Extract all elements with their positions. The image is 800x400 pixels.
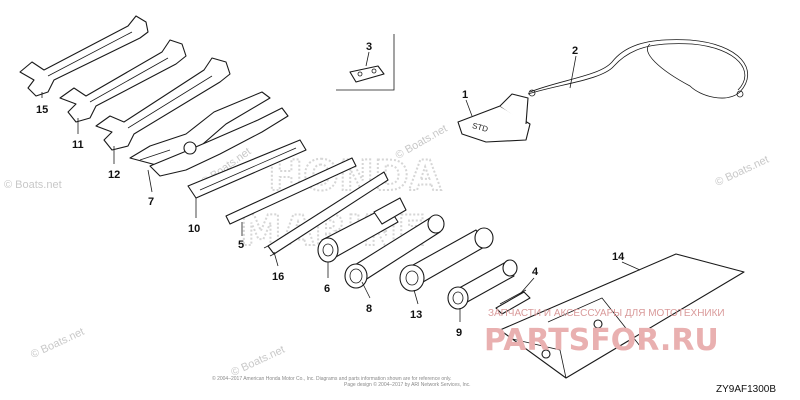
callout-9[interactable]: 9 (456, 327, 462, 339)
callout-4[interactable]: 4 (532, 266, 539, 278)
callout-numbers: 15 11 12 7 10 5 16 6 8 13 9 4 14 3 2 1 (36, 41, 625, 339)
plug-wrench-8[interactable] (344, 214, 445, 289)
starter-handle-text: STD (471, 121, 489, 134)
footer-line-1: © 2004–2017 American Honda Motor Co., In… (212, 375, 452, 382)
callout-7[interactable]: 7 (148, 196, 154, 208)
callout-15[interactable]: 15 (36, 104, 48, 116)
bracket-3[interactable] (336, 34, 395, 91)
watermark-boats-bottom-mid: © Boats.net (229, 344, 286, 379)
callout-8[interactable]: 8 (366, 303, 372, 315)
partsfor-watermark: ЗАПЧАСТИ И АКСЕССУАРЫ ДЛЯ МОТОТЕХНИКИ PA… (484, 308, 725, 358)
pliers-7[interactable] (129, 91, 289, 177)
box-wrench-13[interactable] (399, 227, 494, 292)
footer-line-2: Page design © 2004–2017 by ARI Network S… (344, 381, 471, 388)
callout-2[interactable]: 2 (572, 45, 578, 57)
tool-bag-14[interactable] (499, 253, 745, 379)
watermark-boats-bottom-left: © Boats.net (29, 326, 86, 361)
wrench-12[interactable] (95, 57, 231, 151)
watermark-boats-right: © Boats.net (713, 154, 770, 189)
leader-lines (41, 51, 641, 322)
socket-6[interactable] (317, 197, 407, 263)
callout-14[interactable]: 14 (612, 251, 625, 263)
callout-1[interactable]: 1 (462, 89, 468, 101)
screwdriver-10[interactable] (187, 139, 307, 199)
diagram-code: ZY9AF1300B (716, 384, 776, 395)
callout-12[interactable]: 12 (108, 169, 120, 181)
wrench-15[interactable] (19, 15, 149, 97)
watermark-boats-left: © Boats.net (4, 179, 62, 191)
screwdriver-bit-5[interactable] (225, 157, 357, 225)
watermark-ru-site: PARTSFOR.RU (484, 323, 719, 358)
callout-10[interactable]: 10 (188, 223, 200, 235)
wrench-11[interactable] (59, 39, 187, 123)
callout-16[interactable]: 16 (272, 271, 284, 283)
callout-13[interactable]: 13 (410, 309, 422, 321)
start-rope-2[interactable] (527, 39, 749, 99)
callout-3[interactable]: 3 (366, 41, 372, 53)
callout-11[interactable]: 11 (72, 139, 84, 151)
starter-handle-1[interactable]: STD (457, 93, 531, 143)
callout-6[interactable]: 6 (324, 283, 330, 295)
callout-5[interactable]: 5 (238, 239, 244, 251)
watermark-ru-tagline: ЗАПЧАСТИ И АКСЕССУАРЫ ДЛЯ МОТОТЕХНИКИ (488, 308, 725, 319)
screwdriver-16[interactable] (263, 171, 389, 257)
box-wrench-9[interactable] (447, 259, 518, 310)
